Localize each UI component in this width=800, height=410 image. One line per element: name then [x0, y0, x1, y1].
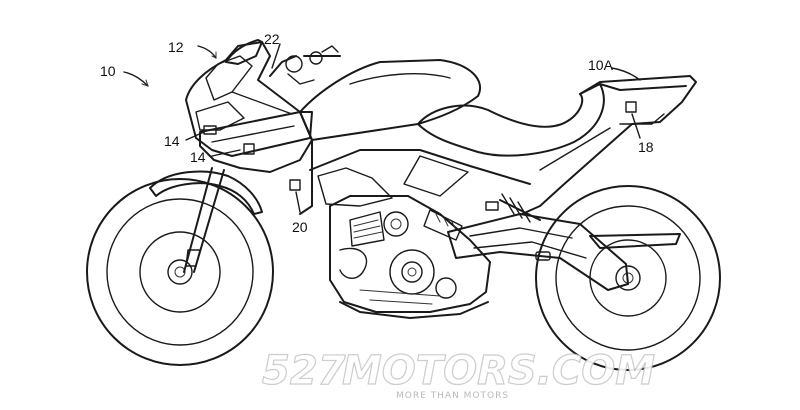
watermark-tagline: MORE THAN MOTORS: [396, 391, 509, 401]
frame-sensor-box: [289, 179, 301, 191]
label-18: 18: [638, 139, 654, 155]
watermark-number: 527: [262, 348, 346, 394]
exhaust: [339, 301, 489, 319]
label-12: 12: [168, 39, 184, 55]
label-10a: 10A: [588, 57, 614, 73]
main-frame: [299, 111, 531, 215]
rear-shock: [499, 193, 541, 223]
label-20: 20: [292, 219, 308, 235]
front-fork: [183, 167, 225, 273]
rear-tail-section: [521, 75, 697, 215]
handlebar-mirror: [269, 45, 341, 85]
sensor-markers: [289, 101, 637, 211]
fuel-tank: [299, 59, 481, 141]
swingarm: [447, 213, 629, 291]
label-10: 10: [100, 63, 116, 79]
watermark-site: MOTORS.COM: [342, 348, 655, 394]
rear-hugger: [589, 233, 681, 249]
leader-lines: [123, 43, 641, 213]
label-14-upper: 14: [164, 133, 180, 149]
label-22: 22: [264, 31, 280, 47]
seat: [417, 83, 605, 157]
engine: [329, 195, 491, 313]
label-14-lower: 14: [190, 149, 206, 165]
side-panels: [199, 111, 313, 173]
reference-labels: 10 12 22 10A 14 14 18 20: [100, 31, 654, 235]
front-wheel: [86, 178, 274, 366]
windscreen: [225, 39, 263, 65]
tail-sensor-box: [625, 101, 637, 113]
front-fender: [149, 170, 263, 215]
watermark: 527 MOTORS.COM MORE THAN MOTORS: [261, 347, 655, 401]
